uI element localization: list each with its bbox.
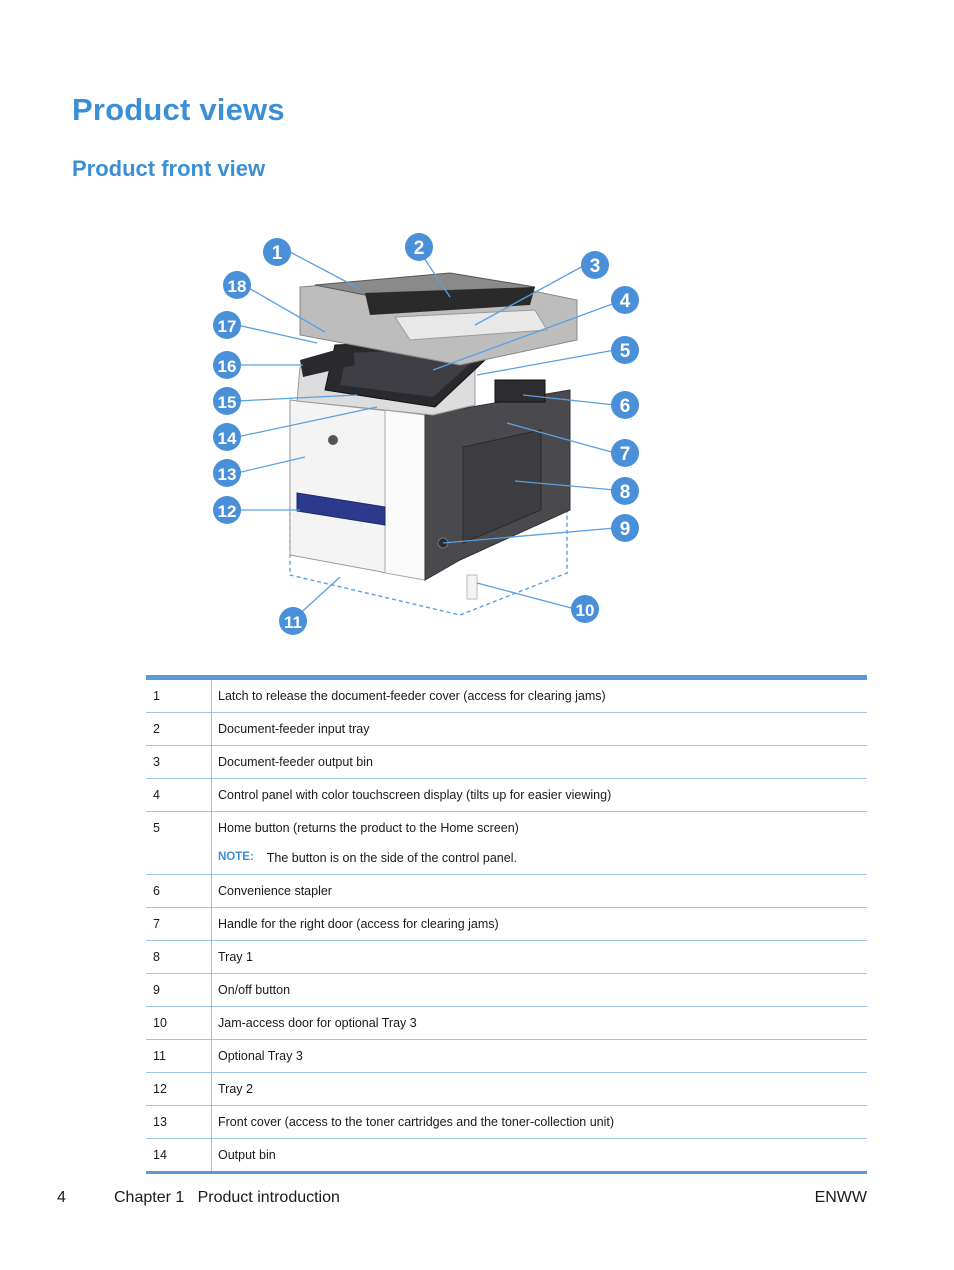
row-number: 9 [146, 973, 212, 1007]
svg-text:7: 7 [620, 444, 631, 465]
row-description: Jam-access door for optional Tray 3 [211, 1006, 867, 1040]
row-description: On/off button [211, 973, 867, 1007]
callout-leader-lines [236, 251, 616, 621]
callout-17: 17 [213, 311, 241, 339]
row-description: Convenience stapler [211, 874, 867, 908]
row-number: 2 [146, 712, 212, 746]
svg-text:10: 10 [576, 601, 595, 620]
row-number: 12 [146, 1072, 212, 1106]
row-description: Document-feeder output bin [211, 745, 867, 779]
row-number: 4 [146, 778, 212, 812]
callout-10: 10 [571, 595, 599, 623]
row-number: 10 [146, 1006, 212, 1040]
table-row: 5 Home button (returns the product to th… [146, 811, 867, 875]
callout-3: 3 [581, 251, 609, 279]
row-number: 1 [146, 677, 212, 713]
svg-text:6: 6 [620, 396, 631, 417]
printer-illustration: 1 2 3 4 5 6 7 8 9 10 11 12 13 14 15 16 1… [213, 233, 639, 635]
callout-4: 4 [611, 286, 639, 314]
svg-text:13: 13 [218, 465, 237, 484]
callout-18: 18 [223, 271, 251, 299]
row-number: 5 [146, 811, 212, 875]
svg-text:9: 9 [620, 519, 631, 540]
callout-7: 7 [611, 439, 639, 467]
svg-text:15: 15 [218, 393, 237, 412]
row-description: Optional Tray 3 [211, 1039, 867, 1073]
row-number: 13 [146, 1105, 212, 1139]
svg-text:16: 16 [218, 357, 237, 376]
callout-12: 12 [213, 496, 241, 524]
row-description: Control panel with color touchscreen dis… [211, 778, 867, 812]
printer-front-view-figure: 1 2 3 4 5 6 7 8 9 10 11 12 13 14 15 16 1… [205, 225, 645, 645]
callout-16: 16 [213, 351, 241, 379]
svg-text:8: 8 [620, 482, 631, 503]
callout-11: 11 [279, 607, 307, 635]
row-description: Home button (returns the product to the … [218, 821, 519, 835]
callout-15: 15 [213, 387, 241, 415]
svg-text:3: 3 [590, 256, 601, 277]
row-description: Output bin [218, 1148, 276, 1162]
printer-body [289, 389, 571, 581]
svg-text:18: 18 [228, 277, 247, 296]
row-description: Handle for the right door (access for cl… [211, 907, 867, 941]
callout-8: 8 [611, 477, 639, 505]
svg-text:14: 14 [218, 429, 237, 448]
row-number: 11 [146, 1039, 212, 1073]
row-number: 8 [146, 940, 212, 974]
row-description: Front cover (access to the toner cartrid… [211, 1105, 867, 1139]
callout-6: 6 [611, 391, 639, 419]
callout-1: 1 [263, 238, 291, 266]
callout-5: 5 [611, 336, 639, 364]
svg-text:17: 17 [218, 317, 237, 336]
svg-text:5: 5 [620, 341, 631, 362]
callouts: 1 2 3 4 5 6 7 8 9 10 11 12 13 14 15 16 1… [213, 233, 639, 635]
svg-text:12: 12 [218, 502, 237, 521]
svg-text:1: 1 [272, 243, 283, 264]
note-label: NOTE: [218, 851, 254, 863]
footer-page-number: 4 [57, 1189, 66, 1206]
row-number: 7 [146, 907, 212, 941]
footer-locale: ENWW [814, 1189, 867, 1206]
note: NOTE: The button is on the side of the c… [218, 851, 867, 865]
row-number: 3 [146, 745, 212, 779]
row-description: Latch to release the document-feeder cov… [211, 677, 867, 713]
row-number: 14 [146, 1138, 212, 1173]
svg-text:4: 4 [620, 291, 631, 312]
row-description: Document-feeder input tray [211, 712, 867, 746]
row-description: Tray 1 [211, 940, 867, 974]
callout-2: 2 [405, 233, 433, 261]
row-description: Tray 2 [211, 1072, 867, 1106]
page-title: Product views [72, 92, 285, 127]
svg-text:2: 2 [414, 238, 425, 259]
table-row: 14 Output bin [146, 1138, 867, 1173]
section-title: Product front view [72, 156, 266, 181]
callout-9: 9 [611, 514, 639, 542]
callout-14: 14 [213, 423, 241, 451]
footer-chapter: Chapter 1 Product introduction [114, 1189, 340, 1206]
document-feeder [299, 272, 578, 366]
svg-text:11: 11 [284, 613, 302, 632]
callout-13: 13 [213, 459, 241, 487]
row-description-with-note: Home button (returns the product to the … [211, 811, 867, 875]
hp-logo-icon [328, 435, 338, 445]
note-text: The button is on the side of the control… [266, 851, 517, 865]
row-number: 6 [146, 874, 212, 908]
